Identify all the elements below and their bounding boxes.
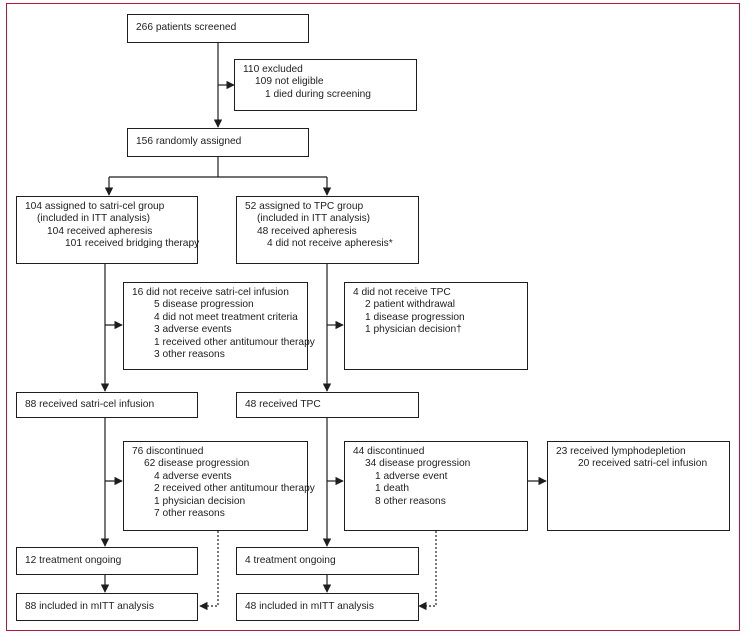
box-tpc-received: 48 received TPC	[236, 392, 419, 418]
tpc-group-title: 52 assigned to TPC group	[245, 201, 364, 212]
satri-group-line: (included in ITT analysis)	[37, 213, 151, 225]
excluded-title: 110 excluded	[243, 64, 303, 75]
tpc-received-text: 48 received TPC	[245, 399, 321, 410]
no-tpc-line: 1 physician decision†	[365, 324, 462, 336]
screened-text: 266 patients screened	[136, 22, 237, 33]
satri-discontinued-title: 76 discontinued	[132, 446, 204, 457]
randomised-text: 156 randomly assigned	[136, 136, 242, 147]
no-infusion-line: 5 disease progression	[154, 299, 254, 311]
figure-frame	[6, 3, 740, 631]
tpc-mitt-text: 48 included in mITT analysis	[245, 601, 374, 612]
no-infusion-line: 3 other reasons	[154, 349, 225, 361]
box-no-tpc: 4 did not receive TPC 2 patient withdraw…	[344, 282, 528, 370]
tpc-discontinued-line: 1 adverse event	[375, 470, 448, 482]
satri-group-line: 101 received bridging therapy	[65, 238, 200, 250]
no-tpc-line: 2 patient withdrawal	[365, 299, 456, 311]
edge-tpc-discontinued-mitt	[418, 531, 437, 611]
satri-infusion-text: 88 received satri-cel infusion	[25, 399, 155, 410]
satri-ongoing-text: 12 treatment ongoing	[25, 555, 122, 566]
tpc-discontinued-line: 8 other reasons	[375, 495, 446, 507]
satri-group-line: 104 received apheresis	[47, 225, 153, 237]
excluded-line: 1 died during screening	[265, 88, 371, 100]
satri-discontinued-line: 62 disease progression	[144, 458, 250, 470]
no-infusion-line: 1 received other antitumour therapy	[154, 336, 315, 348]
box-satri-mitt: 88 included in mITT analysis	[16, 593, 198, 621]
satri-group-title: 104 assigned to satri-cel group	[25, 201, 165, 212]
no-tpc-title: 4 did not receive TPC	[353, 287, 451, 298]
no-tpc-line: 1 disease progression	[365, 311, 465, 323]
satri-discontinued-line: 1 physician decision	[154, 495, 246, 507]
excluded-line: 109 not eligible	[255, 76, 324, 88]
satri-discontinued-line: 7 other reasons	[154, 508, 225, 520]
box-no-infusion: 16 did not receive satri-cel infusion 5 …	[123, 282, 315, 370]
satri-discontinued-line: 2 received other antitumour therapy	[154, 483, 315, 495]
no-infusion-line: 3 adverse events	[154, 324, 232, 336]
edge-satri-discontinued-mitt	[199, 531, 219, 611]
box-screened: 266 patients screened	[127, 14, 309, 43]
tpc-discontinued-title: 44 discontinued	[353, 446, 425, 457]
no-infusion-line: 4 did not meet treatment criteria	[154, 311, 298, 323]
box-satri-discontinued: 76 discontinued 62 disease progression 4…	[123, 441, 315, 531]
tpc-ongoing-text: 4 treatment ongoing	[245, 555, 336, 566]
tpc-group-line: 4 did not receive apheresis*	[267, 238, 393, 250]
box-satri-infusion: 88 received satri-cel infusion	[16, 392, 198, 418]
crossover-title: 23 received lymphodepletion	[556, 446, 686, 457]
box-tpc-discontinued: 44 discontinued 34 disease progression 1…	[344, 441, 528, 531]
satri-mitt-text: 88 included in mITT analysis	[25, 601, 154, 612]
tpc-discontinued-line: 1 death	[375, 483, 409, 495]
tpc-discontinued-line: 34 disease progression	[365, 458, 471, 470]
box-crossover: 23 received lymphodepletion 20 received …	[547, 441, 730, 531]
box-tpc-mitt: 48 included in mITT analysis	[236, 593, 419, 621]
tpc-group-line: 48 received apheresis	[257, 225, 357, 237]
crossover-line: 20 received satri-cel infusion	[578, 458, 708, 470]
box-randomised: 156 randomly assigned	[127, 128, 309, 157]
box-satri-group: 104 assigned to satri-cel group (include…	[16, 196, 200, 264]
box-tpc-group: 52 assigned to TPC group (included in IT…	[236, 196, 419, 264]
tpc-group-line: (included in ITT analysis)	[257, 213, 371, 225]
box-tpc-ongoing: 4 treatment ongoing	[236, 547, 419, 575]
satri-discontinued-line: 4 adverse events	[154, 470, 232, 482]
box-satri-ongoing: 12 treatment ongoing	[16, 547, 198, 575]
no-infusion-title: 16 did not receive satri-cel infusion	[132, 287, 289, 298]
box-excluded: 110 excluded 109 not eligible 1 died dur…	[234, 59, 417, 111]
